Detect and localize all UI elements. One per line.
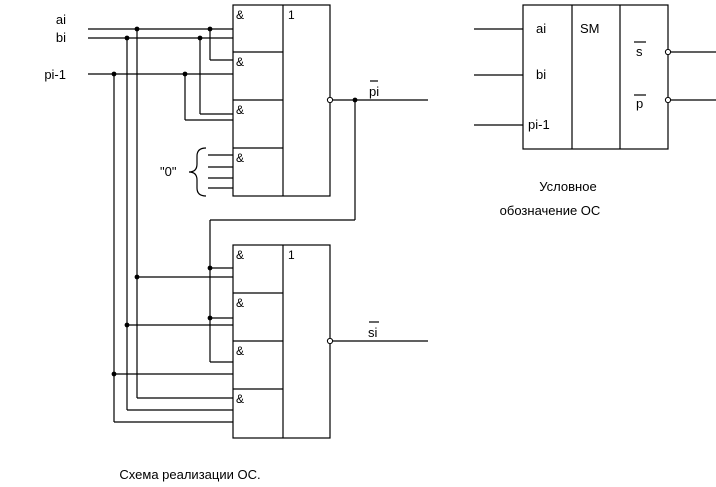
and-label: & [236,344,244,358]
and-label: & [236,248,244,262]
input-buses [88,28,235,75]
sm-output-s: s [636,44,643,59]
and-label: & [236,55,244,69]
sm-symbol: SM ai bi pi-1 s p [474,4,716,150]
zero-label: "0" [160,164,177,179]
sum-wiring [111,26,233,423]
carry-wiring [182,26,233,189]
sm-title: SM [580,21,600,36]
sm-output-p: p [636,96,643,111]
input-label-a: ai [56,12,66,27]
sum-output-label: si [368,325,378,340]
sum-block: & & & & 1 [232,244,331,439]
sum-inverter-bubble [326,337,334,345]
input-label-p: pi-1 [44,67,66,82]
and-label: & [236,392,244,406]
carry-block: & & & & 1 [232,4,331,197]
carry-inverter-bubble [326,96,334,104]
and-label: & [236,103,244,117]
input-label-b: bi [56,30,66,45]
symbol-caption-line2: обозначение ОС [500,203,601,218]
sm-input-b: bi [536,67,546,82]
or-label: 1 [288,8,295,22]
and-label: & [236,151,244,165]
symbol-caption-line1: Условное [539,179,596,194]
and-label: & [236,8,244,22]
carry-feedback-wiring [207,97,358,363]
sm-input-a: ai [536,21,546,36]
or-label: 1 [288,248,295,262]
and-label: & [236,296,244,310]
brace [188,147,207,197]
carry-output-label: pi [369,84,379,99]
sm-input-p: pi-1 [528,117,550,132]
diagram-caption: Схема реализации ОС. [119,467,260,482]
